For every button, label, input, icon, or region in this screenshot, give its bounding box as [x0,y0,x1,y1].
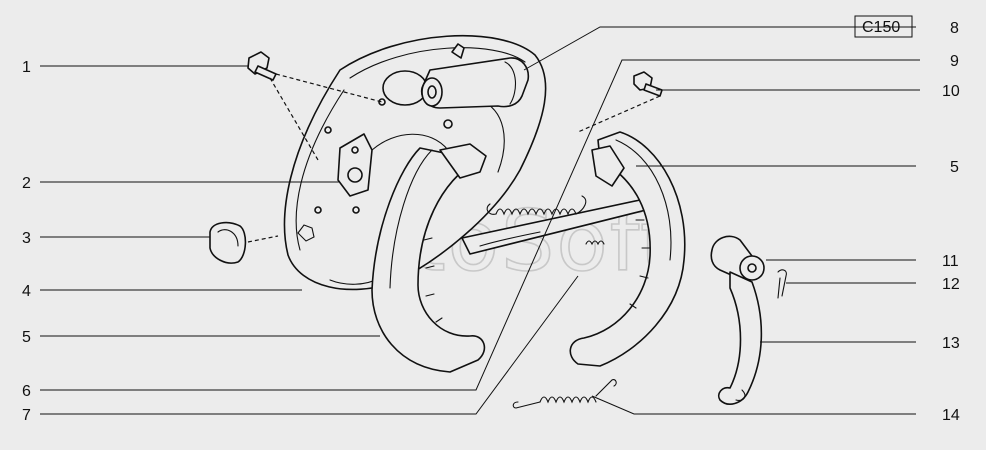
lower-return-spring[interactable] [512,379,617,409]
callout-1: 1 [22,59,31,76]
washer[interactable] [710,235,765,281]
bolt-path-2 [269,77,319,161]
small-spring[interactable] [585,240,605,246]
bolt-path-1 [275,73,383,103]
callout-8: 8 [950,20,959,37]
plug[interactable] [209,221,247,264]
leader-lines [40,26,920,415]
pin-path [577,95,661,133]
brake-shoe-left[interactable] [371,143,487,373]
callout-4: 4 [22,283,31,300]
upper-return-spring[interactable] [486,195,587,216]
catalog-code: C150 [862,19,900,36]
callout-2: 2 [22,175,31,192]
callout-14: 14 [942,407,960,424]
cotter-pin[interactable] [777,269,787,299]
callout-9: 9 [950,53,959,70]
callout-7: 7 [22,407,31,424]
callout-5-left: 5 [22,329,31,346]
callout-10: 10 [942,83,960,100]
wheel-cylinder[interactable] [420,43,530,109]
callout-12: 12 [942,276,960,293]
bolt[interactable] [247,51,277,81]
brake-shoe-right[interactable] [569,131,686,367]
anchor-support[interactable] [337,133,449,197]
callout-13: 13 [942,335,960,352]
guide-pin[interactable] [633,71,663,97]
catalog-code-box [854,15,913,38]
plug-path [247,235,279,243]
parking-brake-lever[interactable] [717,271,763,405]
callout-5-right: 5 [950,159,959,176]
callout-11: 11 [942,253,959,270]
callout-3: 3 [22,230,31,247]
callout-6: 6 [22,383,31,400]
